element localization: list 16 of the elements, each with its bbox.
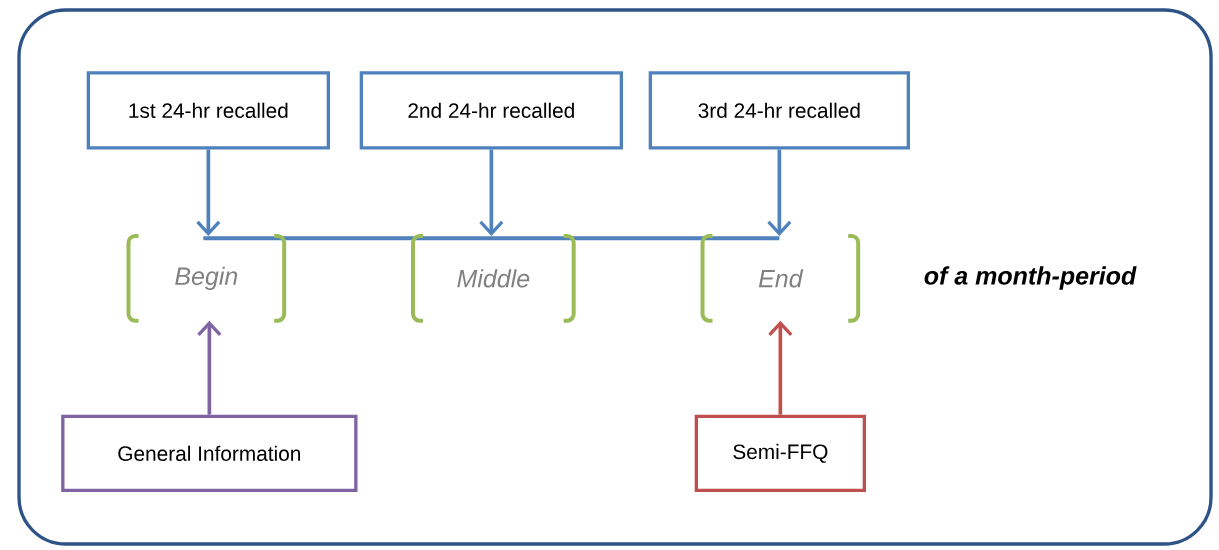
label-box: 3rd 24-hr recalled <box>648 71 911 150</box>
arrow <box>767 149 792 236</box>
arrow <box>197 320 222 415</box>
arrow <box>196 149 221 236</box>
period-label: of a month-period <box>924 266 1137 290</box>
arrow <box>768 320 793 415</box>
arrow <box>479 149 504 236</box>
frame-box <box>17 8 1213 546</box>
label-box: Semi-FFQ <box>694 414 866 492</box>
label-box: 1st 24-hr recalled <box>86 71 330 150</box>
label-box: General Information <box>61 414 358 492</box>
label-box: 2nd 24-hr recalled <box>359 71 623 150</box>
timeline-bar <box>203 236 780 241</box>
time-bracket: Begin <box>126 234 287 323</box>
time-bracket: End <box>700 234 861 323</box>
time-bracket: Middle <box>411 234 576 323</box>
